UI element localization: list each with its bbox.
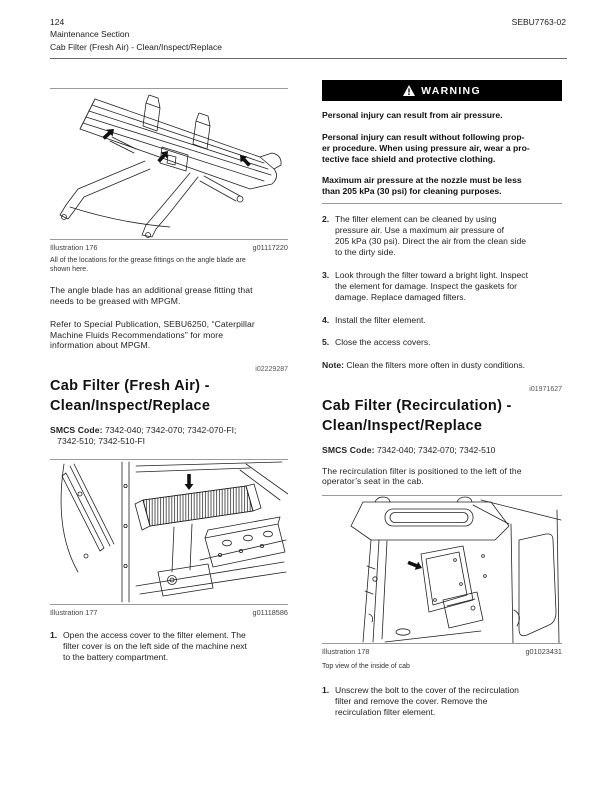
header-rule [50, 58, 567, 60]
header-left: 124 Maintenance Section Cab Filter (Fres… [50, 16, 222, 53]
page-header: 124 Maintenance Section Cab Filter (Fres… [0, 0, 612, 53]
figure-178-description: Top view of the inside of cab [322, 663, 410, 671]
step-number: 1. [322, 684, 330, 695]
step-text: Unscrew the bolt to the cover of the rec… [335, 684, 519, 717]
step-item: 3. Look through the filter toward a brig… [322, 270, 562, 303]
warning-bottom-rule [322, 203, 562, 204]
right-column: WARNING Personal injury can result from … [322, 60, 562, 718]
step-text: Open the access cover to the filter elem… [63, 630, 247, 663]
figure-177-caption-row: Illustration 177 g01118586 [50, 608, 288, 617]
figure-code: g01117220 [252, 243, 288, 252]
step-number: 4. [322, 315, 330, 325]
step-number: 1. [50, 630, 58, 641]
step-number: 2. [322, 214, 330, 224]
paragraph-refer-publication: Refer to Special Publication, SEBU6250, … [50, 318, 255, 351]
step-text: The filter element can be cleaned by usi… [335, 214, 527, 257]
article-id-code: i01971627 [529, 386, 562, 393]
note-text: Clean the filters more often in dusty co… [346, 360, 526, 370]
recirculation-filter-arrow [407, 560, 422, 571]
smcs-code-line: SMCS Code: 7342-040; 7342-070; 7342-510 [322, 445, 562, 456]
filter-location-arrow [184, 474, 194, 491]
step-text: Look through the filter toward a bright … [335, 270, 528, 302]
cab-interior-top-view-drawing [350, 496, 562, 644]
paragraph-recirculation-intro: The recirculation filter is positioned t… [322, 465, 522, 487]
warning-title: WARNING [421, 84, 481, 97]
note-line: Note: Clean the filters more often in du… [322, 360, 562, 371]
warning-paragraph: Personal injury can result without follo… [322, 132, 530, 164]
article-title-fresh-air: Cab Filter (Fresh Air) - Clean/Inspect/R… [50, 378, 211, 415]
illustration-178-figure [322, 495, 562, 645]
smcs-code-line: SMCS Code: 7342-040; 7342-070; 7342-070-… [50, 425, 288, 446]
paragraph-grease-fitting: The angle blade has an additional grease… [50, 285, 253, 306]
filter-compartment-drawing [60, 461, 288, 603]
step-item: 1. Open the access cover to the filter e… [50, 630, 288, 663]
illustration-176-figure [50, 88, 288, 240]
smcs-value: 7342-040; 7342-070; 7342-510 [376, 445, 496, 455]
note-label: Note: [322, 360, 344, 370]
warning-header-bar: WARNING [322, 80, 562, 101]
step-item: 2. The filter element can be cleaned by … [322, 214, 562, 258]
warning-icon [403, 85, 416, 96]
page-number: 124 [50, 17, 65, 27]
figure-176-caption-row: Illustration 176 g01117220 [50, 243, 288, 252]
grease-fitting-arrows [102, 129, 251, 167]
angle-blade-grease-fittings-drawing [59, 94, 282, 238]
warning-paragraph: Maximum air pressure at the nozzle must … [322, 175, 522, 196]
section-subtitle: Cab Filter (Fresh Air) - Clean/Inspect/R… [50, 41, 222, 52]
step-text: Close the access covers. [335, 337, 431, 347]
article-id-code: i02229287 [255, 366, 288, 374]
step-text: Install the filter element. [335, 315, 426, 325]
figure-178-caption-row: Illustration 178 g01023431 [322, 647, 562, 656]
figure-label: Illustration 176 [50, 243, 98, 252]
step-item: 4. Install the filter element. [322, 315, 562, 326]
illustration-177-figure [50, 459, 288, 606]
step-item: 1. Unscrew the bolt to the cover of the … [322, 685, 562, 718]
section-title: Maintenance Section [50, 29, 130, 40]
figure-label: Illustration 178 [322, 647, 370, 657]
figure-176-description: All of the locations for the grease fitt… [50, 257, 246, 273]
step-number: 5. [322, 337, 330, 347]
figure-code: g01023431 [525, 647, 562, 657]
left-column: Illustration 176 g01117220 All of the lo… [50, 60, 288, 663]
figure-code: g01118586 [252, 608, 288, 618]
smcs-value: 7342-040; 7342-070; 7342-070-FI; 7342-51… [57, 425, 237, 446]
step-item: 5. Close the access covers. [322, 337, 562, 348]
article-title-recirculation: Cab Filter (Recirculation) - Clean/Inspe… [322, 398, 512, 434]
warning-paragraph: Personal injury can result from air pres… [322, 110, 503, 120]
figure-label: Illustration 177 [50, 608, 98, 618]
smcs-label: SMCS Code: [322, 445, 375, 455]
smcs-label: SMCS Code: [50, 425, 103, 436]
doc-code: SEBU7763-02 [511, 17, 566, 27]
warning-box: WARNING Personal injury can result from … [322, 80, 562, 204]
step-number: 3. [322, 270, 330, 280]
